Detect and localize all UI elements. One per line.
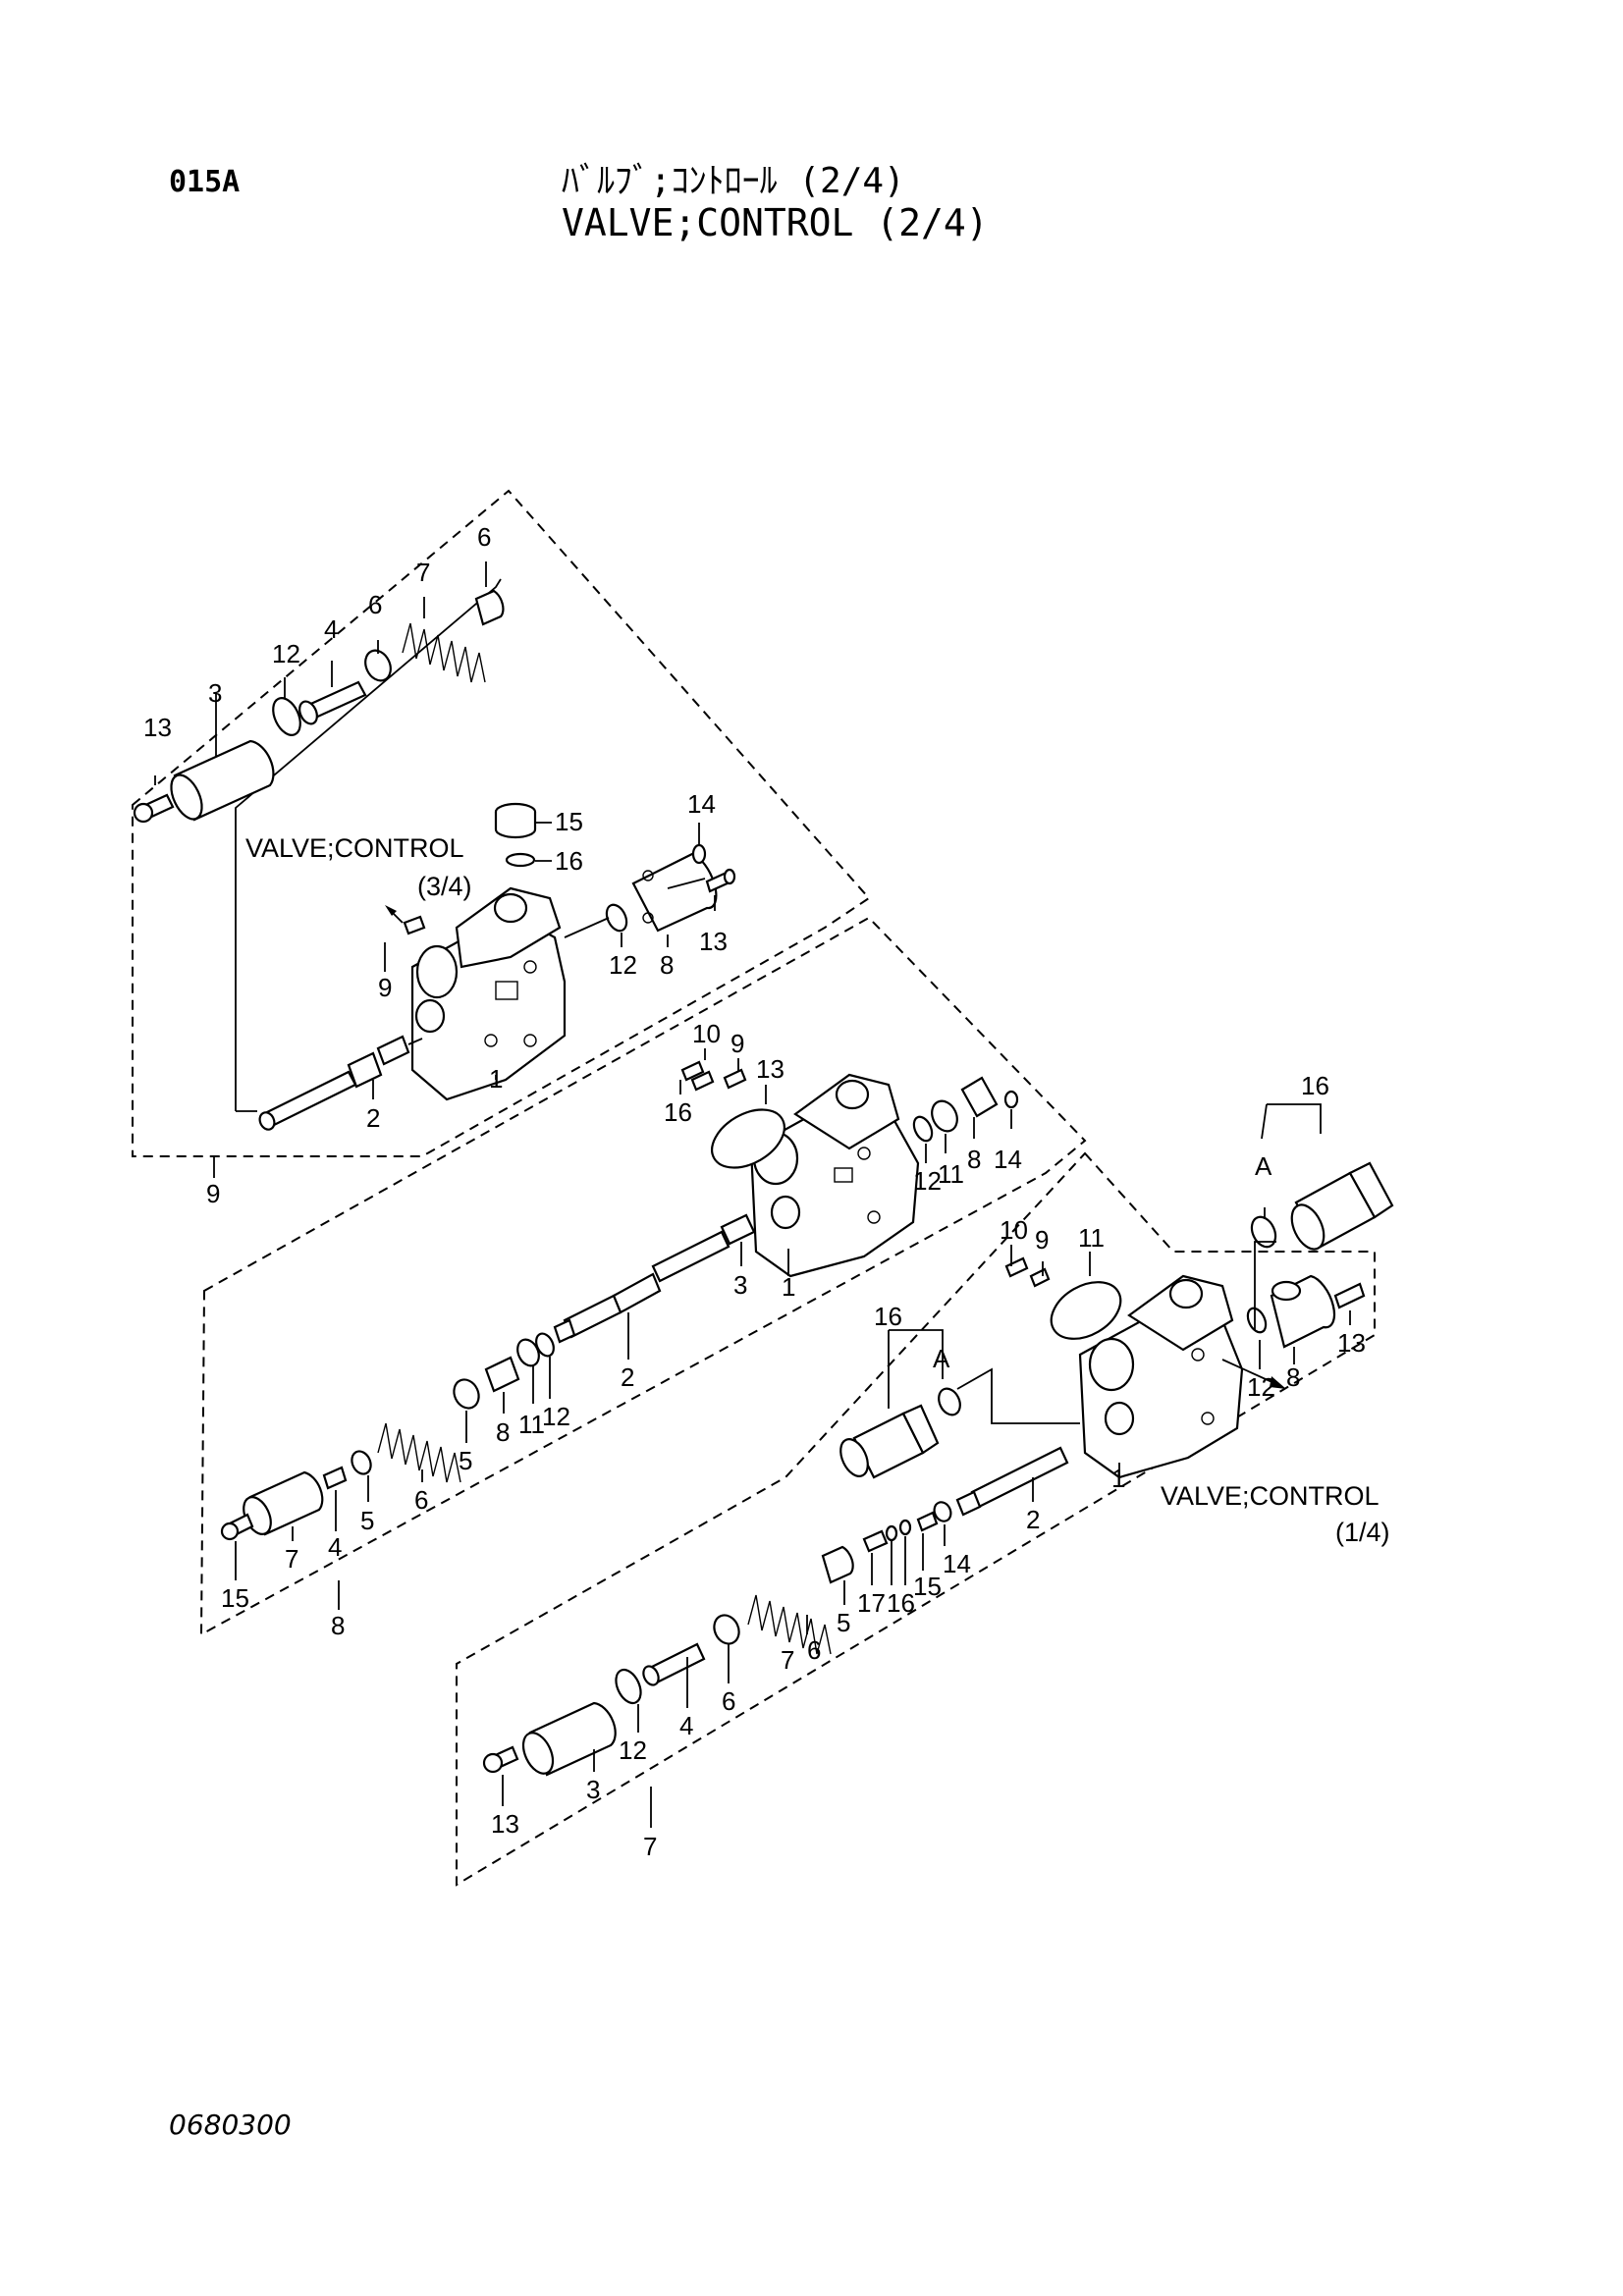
callout: 1 [1111, 1464, 1125, 1493]
callout: 8 [660, 950, 674, 980]
callout: 11 [938, 1159, 964, 1189]
callout: 15 [913, 1572, 942, 1601]
callout: 15 [221, 1583, 249, 1613]
callout: 11 [518, 1410, 545, 1439]
callout: 13 [143, 713, 172, 742]
callout: 12 [1247, 1372, 1275, 1402]
callout: 13 [1337, 1328, 1366, 1358]
callout: 14 [687, 789, 716, 819]
callout: 16 [887, 1588, 915, 1618]
callout: 7 [416, 558, 430, 587]
callout: 1 [782, 1272, 795, 1302]
ref-lower-page: (1/4) [1335, 1518, 1390, 1547]
callout: 2 [1026, 1505, 1040, 1534]
callout: 2 [366, 1103, 380, 1133]
callout: 1 [489, 1064, 503, 1094]
callout: 9 [378, 973, 392, 1002]
callout: 10 [1000, 1215, 1028, 1245]
callout: 3 [208, 678, 222, 708]
callout: 6 [477, 522, 491, 552]
callout: 8 [496, 1417, 510, 1447]
callout: 6 [368, 590, 382, 619]
callout: 5 [837, 1608, 850, 1637]
callout: 12 [542, 1402, 570, 1431]
callout: 4 [328, 1532, 342, 1562]
callout: 12 [272, 639, 300, 668]
callout: 4 [679, 1711, 693, 1740]
callout: 6 [414, 1485, 428, 1515]
callout: 12 [609, 950, 637, 980]
callout: 7 [781, 1645, 794, 1675]
callout: 8 [331, 1611, 345, 1640]
callout: 7 [643, 1832, 657, 1861]
callout: 12 [619, 1735, 647, 1765]
lower-assembly [482, 1161, 1394, 1777]
callout: 5 [360, 1506, 374, 1535]
ref-upper-page: (3/4) [417, 872, 472, 901]
callout: 14 [943, 1549, 971, 1578]
ref-lower-name: VALVE;CONTROL [1161, 1481, 1380, 1511]
callout: 16 [1301, 1071, 1329, 1100]
callout: 14 [994, 1145, 1022, 1174]
callout: 15 [555, 807, 583, 836]
reference-labels: VALVE;CONTROL (3/4) VALVE;CONTROL (1/4) [245, 833, 1390, 1547]
callout: 13 [756, 1054, 784, 1084]
callout: 8 [967, 1145, 981, 1174]
callout: 10 [692, 1019, 721, 1048]
callout-labels: 13 3 12 4 6 7 6 15 16 14 13 8 12 9 1 2 9… [143, 522, 1366, 1861]
callout: 12 [913, 1166, 942, 1196]
ref-upper-name: VALVE;CONTROL [245, 833, 464, 863]
title-english: VALVE;CONTROL (2/4) [562, 201, 989, 244]
marker-a: A [1255, 1151, 1272, 1181]
title-japanese: ﾊﾞﾙﾌﾞ;ｺﾝﾄﾛｰﾙ (2/4) [562, 161, 905, 201]
page-code: 015A [169, 165, 241, 199]
middle-assembly [220, 1060, 1019, 1541]
callout: 16 [664, 1097, 692, 1127]
callout: 9 [206, 1179, 220, 1208]
callout: 13 [491, 1809, 519, 1839]
marker-a: A [933, 1344, 950, 1373]
callout: 16 [555, 846, 583, 876]
callout: 13 [699, 927, 728, 956]
document-number: 0680300 [169, 2109, 292, 2141]
group-boundaries [132, 489, 1376, 1887]
callout: 3 [733, 1270, 747, 1300]
callout: 17 [857, 1588, 886, 1618]
callout: 16 [874, 1302, 902, 1331]
callout: 2 [621, 1362, 634, 1392]
callout: 4 [324, 614, 338, 644]
callout: 9 [1035, 1225, 1049, 1255]
leader-lines [154, 561, 1351, 1828]
callout: 5 [459, 1446, 472, 1475]
callout: 3 [586, 1775, 600, 1804]
callout: 11 [1078, 1223, 1105, 1253]
callout: 6 [807, 1635, 821, 1665]
callout: 7 [285, 1544, 298, 1574]
callout: 6 [722, 1686, 735, 1716]
callout: 9 [730, 1029, 744, 1058]
callout: 8 [1286, 1362, 1300, 1392]
upper-assembly [133, 589, 736, 1131]
